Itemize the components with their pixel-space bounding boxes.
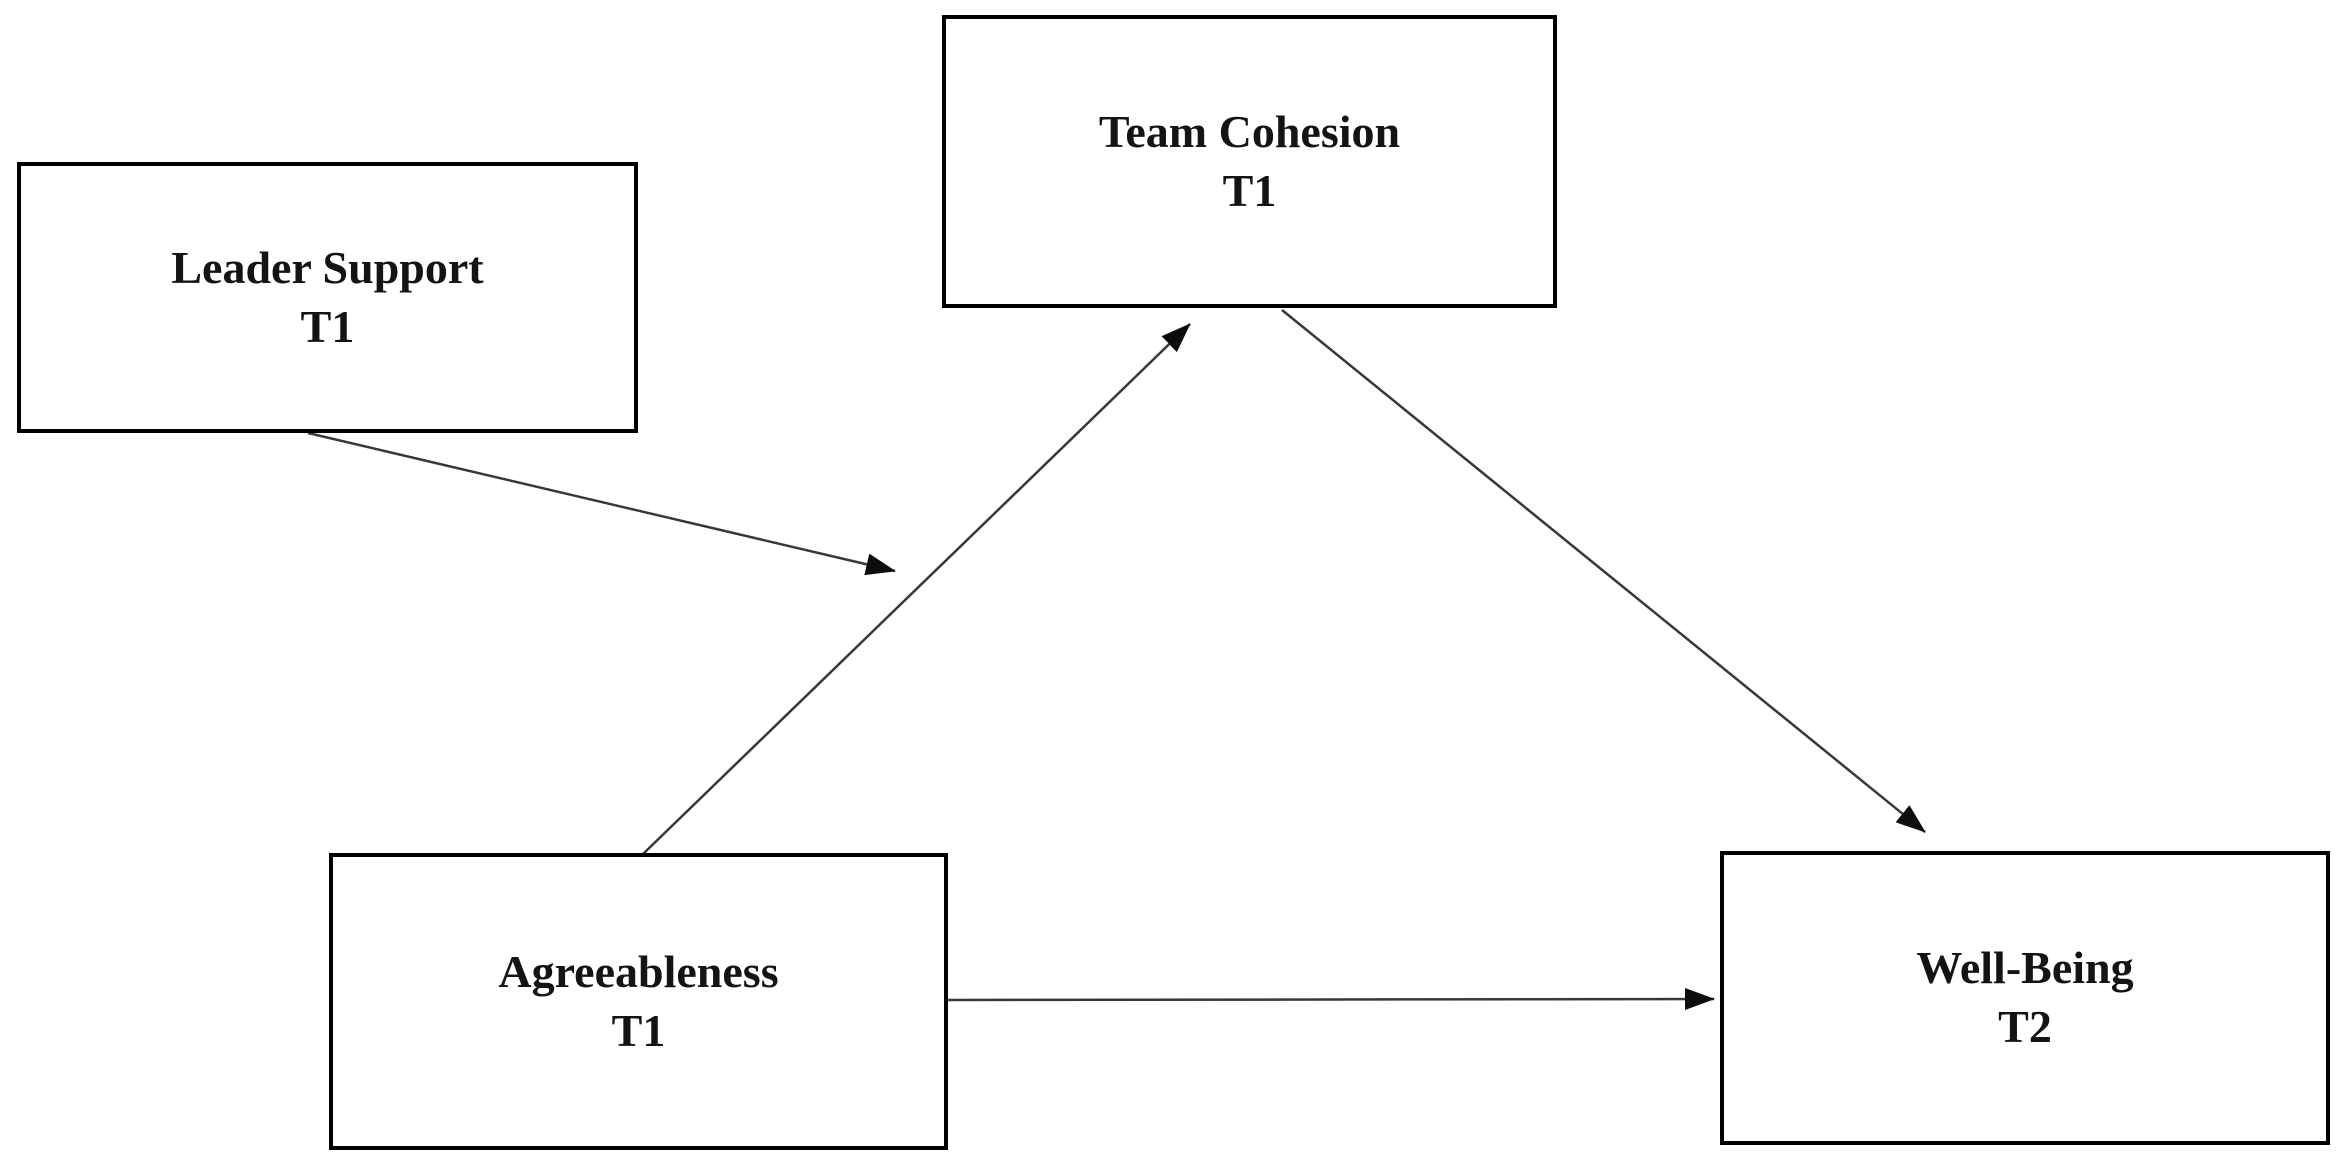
node-team-cohesion: Team Cohesion T1 [942,15,1557,308]
node-well-being: Well-Being T2 [1720,851,2330,1145]
arrow-agreeableness-to-team-cohesion [642,323,1191,855]
node-leader-support: Leader Support T1 [17,162,638,433]
node-leader-support-label: Leader Support [171,241,484,293]
node-well-being-time: T2 [1998,1001,2052,1052]
node-well-being-label: Well-Being [1916,942,2134,994]
node-agreeableness-label: Agreeableness [498,945,779,997]
node-agreeableness-time: T1 [611,1004,666,1056]
node-agreeableness: Agreeableness T1 [329,853,948,1150]
arrow-leader-support-moderation [307,431,896,576]
node-team-cohesion-time: T1 [1222,164,1277,216]
node-leader-support-time: T1 [300,300,355,352]
node-team-cohesion-label: Team Cohesion [1098,105,1401,157]
arrow-agreeableness-to-well-being [947,988,1715,1011]
arrow-team-cohesion-to-well-being [1281,309,1926,833]
